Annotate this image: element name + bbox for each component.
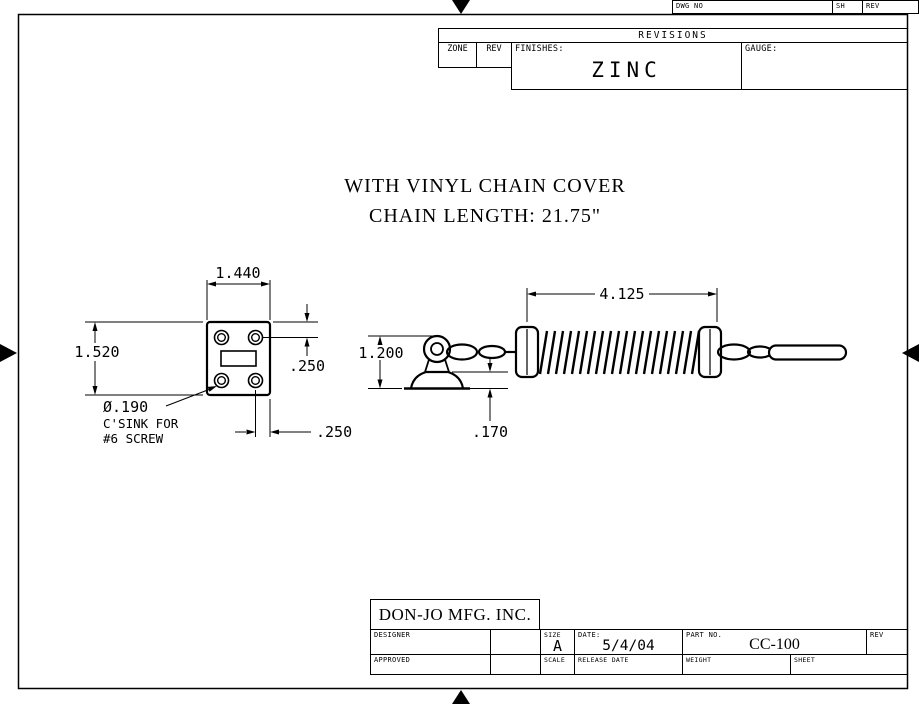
revisions-header: REVISIONS [438, 28, 908, 43]
dwg-no-label: DWG NO [676, 2, 704, 10]
dim-hole-side-offset-label: .250 [316, 423, 352, 441]
size-label: SIZE [544, 631, 561, 639]
plate-outline [205, 320, 272, 397]
bottom-center-mark [452, 690, 470, 704]
top-center-mark [452, 0, 470, 14]
csink-note-line2: #6 SCREW [103, 431, 164, 446]
date-cell: DATE: 5/4/04 [574, 629, 683, 655]
dim-base-offset-label: .170 [472, 423, 508, 441]
date-value: 5/4/04 [602, 638, 655, 654]
corner-rev-label: REV [866, 2, 880, 10]
zone-cell: ZONE [438, 42, 477, 68]
corner-rev-cell: REV [862, 0, 919, 14]
dim-spring-length: 4.125 [526, 285, 718, 322]
titleblock-rev-label: REV [870, 631, 884, 639]
scale-cell: SCALE [540, 654, 575, 675]
sh-label: SH [836, 2, 846, 10]
dim-plate-width-label: 1.440 [215, 264, 260, 282]
designer-cell: DESIGNER [370, 629, 491, 655]
chain-links-right [716, 343, 848, 361]
finishes-cell: FINISHES: ZINC [511, 42, 742, 90]
gauge-label: GAUGE: [745, 44, 778, 54]
note-line-2: CHAIN LENGTH: 21.75" [368, 205, 602, 227]
gauge-cell: GAUGE: [741, 42, 908, 90]
hole-diameter-label: Ø.190 [103, 398, 148, 416]
rev-label: REV [486, 44, 502, 54]
zone-label: ZONE [447, 44, 468, 54]
dim-plate-height-label: 1.520 [74, 343, 119, 361]
finish-value: ZINC [591, 58, 662, 82]
dim-spring-length-label: 4.125 [599, 285, 644, 303]
approved-cell: APPROVED [370, 654, 491, 675]
size-value: A [552, 637, 563, 655]
dim-plate-width: 1.440 [206, 264, 271, 320]
right-center-mark [902, 344, 919, 362]
plate-holes [213, 329, 264, 389]
dim-hole-side-offset: .250 [235, 390, 352, 441]
eyelet-anchor [404, 334, 470, 390]
spring-coil [538, 330, 701, 375]
release-date-label: RELEASE DATE [578, 656, 629, 664]
company-name: DON-JO MFG. INC. [370, 599, 540, 630]
size-cell: SIZE A [540, 629, 575, 655]
part-no-value: CC-100 [749, 636, 800, 653]
spring-assembly-view [404, 325, 848, 390]
hole-callout: Ø.190 C'SINK FOR #6 SCREW [103, 386, 217, 446]
dim-anchor-height: 1.200 [358, 335, 433, 389]
weight-cell: WEIGHT [682, 654, 791, 675]
dim-anchor-height-label: 1.200 [358, 344, 403, 362]
approved-label: APPROVED [374, 656, 411, 664]
corner-dwg-no-cell: DWG NO [672, 0, 833, 14]
finishes-label: FINISHES: [515, 44, 564, 54]
titleblock-rev-cell: REV [866, 629, 908, 655]
corner-sh-cell: SH [832, 0, 863, 14]
csink-note-line1: C'SINK FOR [103, 416, 179, 431]
scale-label: SCALE [544, 656, 566, 664]
part-no-cell: PART NO. CC-100 [682, 629, 867, 655]
rev-cell: REV [476, 42, 512, 68]
plate-view [205, 320, 272, 397]
designer-value-cell [490, 629, 541, 655]
sheet-label: SHEET [794, 656, 816, 664]
sheet-cell: SHEET [790, 654, 908, 675]
dim-hole-top-offset-label: .250 [289, 357, 325, 375]
chain-cover-link [767, 344, 848, 361]
part-no-label: PART NO. [686, 631, 723, 639]
dim-plate-height: 1.520 [74, 321, 203, 396]
note-line-1: WITH VINYL CHAIN COVER [344, 175, 626, 197]
chain-links-left [445, 343, 507, 361]
plate-slot [220, 350, 257, 367]
dim-hole-top-offset: .250 [263, 304, 325, 375]
left-center-mark [0, 344, 17, 362]
date-label: DATE: [578, 631, 601, 639]
release-date-cell: RELEASE DATE [574, 654, 683, 675]
dim-base-offset: .170 [452, 358, 508, 441]
weight-label: WEIGHT [686, 656, 712, 664]
approved-value-cell [490, 654, 541, 675]
designer-label: DESIGNER [374, 631, 411, 639]
